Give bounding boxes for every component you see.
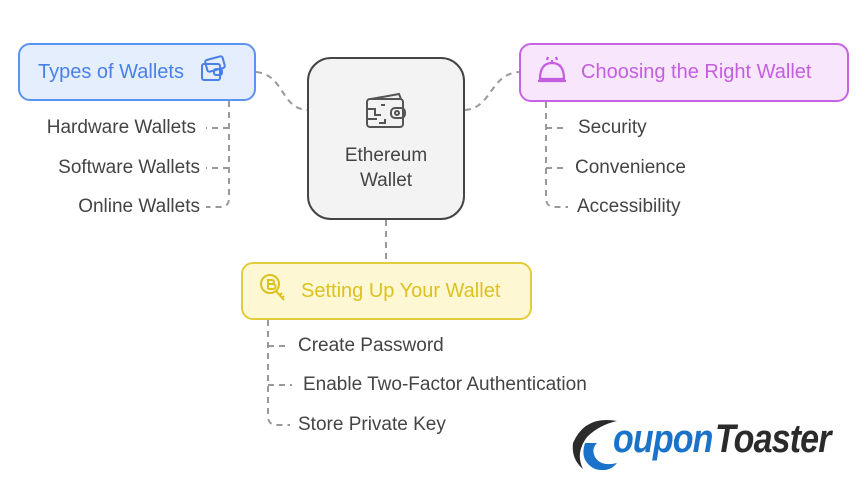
choosing-item-accessibility: Accessibility — [577, 196, 681, 217]
choosing-item-convenience: Convenience — [575, 157, 686, 178]
connector-choosing — [464, 71, 520, 111]
bitcoin-key-icon — [257, 272, 289, 310]
setup-item-2fa: Enable Two-Factor Authentication — [303, 374, 587, 395]
center-title-line1: Ethereum — [344, 145, 428, 166]
types-branch — [206, 101, 230, 208]
setup-item-private-key: Store Private Key — [298, 414, 446, 435]
connector-types — [255, 71, 308, 111]
choosing-branch — [545, 102, 568, 208]
types-title: Types of Wallets — [38, 60, 184, 83]
types-item-hardware: Hardware Wallets — [46, 117, 196, 138]
service-bell-icon — [535, 54, 569, 92]
setting-up-wallet-node: Setting Up Your Wallet — [241, 262, 532, 320]
wallet-icon — [363, 91, 409, 137]
wallet-cash-icon — [198, 54, 228, 90]
setup-item-password: Create Password — [298, 335, 444, 356]
types-of-wallets-node: Types of Wallets — [18, 43, 256, 101]
logo-c-icon — [572, 419, 617, 471]
ethereum-wallet-node: Ethereum Wallet — [307, 57, 465, 220]
logo-text-toaster: Toaster — [715, 417, 831, 461]
setup-title: Setting Up Your Wallet — [301, 279, 501, 302]
choosing-right-wallet-node: Choosing the Right Wallet — [519, 43, 849, 102]
coupontoaster-logo: oupon Toaster — [565, 413, 860, 473]
types-item-online: Online Wallets — [78, 196, 200, 217]
choosing-title: Choosing the Right Wallet — [581, 61, 812, 83]
center-title-line2: Wallet — [359, 170, 413, 191]
types-item-software: Software Wallets — [58, 157, 200, 178]
choosing-item-security: Security — [578, 117, 647, 138]
setup-branch — [267, 320, 290, 426]
logo-text-coupon: oupon — [613, 417, 713, 461]
